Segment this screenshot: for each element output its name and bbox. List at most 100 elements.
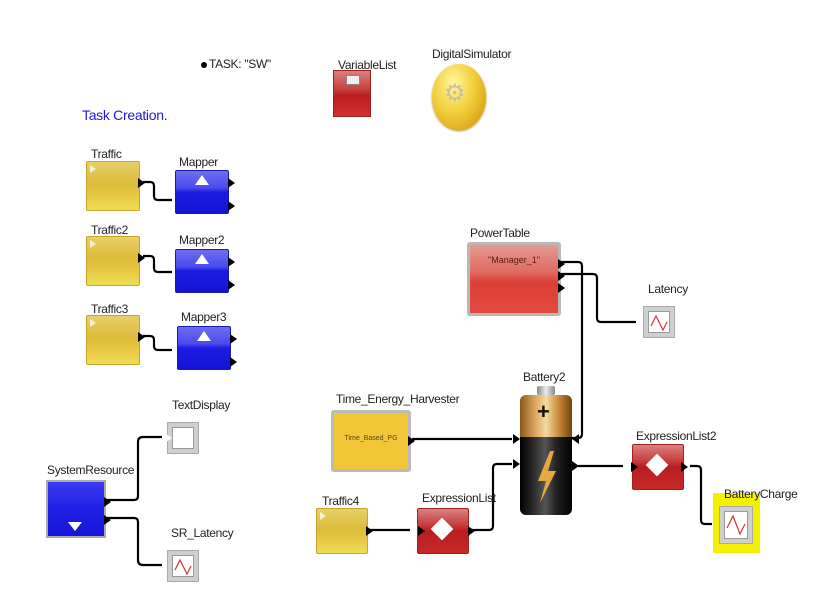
battery-top: + <box>520 395 572 437</box>
output-port[interactable] <box>230 357 237 367</box>
variable-list-label: VariableList <box>338 58 397 72</box>
expression-list2-actor[interactable] <box>631 444 688 490</box>
output-port[interactable] <box>558 259 565 269</box>
power-table-value: "Manager_1" <box>488 255 540 265</box>
diamond-icon <box>645 453 669 477</box>
plus-icon: + <box>537 399 550 424</box>
latency-label: Latency <box>648 282 688 296</box>
mapper2-actor[interactable] <box>175 249 235 293</box>
output-port[interactable] <box>228 257 235 267</box>
wire-traffic2-mapper2 <box>143 254 172 274</box>
traffic2-label: Traffic2 <box>91 223 128 237</box>
traffic-label: Traffic <box>91 147 122 161</box>
task-bullet-icon <box>201 62 207 68</box>
wire-sysres-textdisplay <box>106 435 162 502</box>
battery-body <box>520 437 572 515</box>
time-energy-harvester-actor[interactable]: Time_Based_PG <box>331 410 415 472</box>
system-resource-label: SystemResource <box>47 463 135 477</box>
output-port[interactable] <box>558 271 565 281</box>
digital-simulator-director[interactable]: ⚙ <box>432 64 486 130</box>
battery2-actor[interactable]: + <box>513 386 579 518</box>
sr-latency-label: SR_Latency <box>171 526 234 540</box>
mapper-triangle-icon <box>197 331 211 341</box>
traffic3-actor[interactable] <box>86 315 145 365</box>
input-port[interactable] <box>572 434 579 444</box>
traffic4-actor[interactable] <box>316 508 373 554</box>
output-port[interactable] <box>104 515 111 525</box>
gears-icon: ⚙ <box>444 80 466 107</box>
harvester-label: Time_Energy_Harvester <box>336 392 460 406</box>
output-port[interactable] <box>408 436 415 446</box>
battery2-label: Battery2 <box>523 370 566 384</box>
power-table-label: PowerTable <box>470 226 530 240</box>
expression-list-actor[interactable] <box>417 508 475 554</box>
power-table-actor[interactable]: "Manager_1" <box>467 242 565 316</box>
digital-simulator-label: DigitalSimulator <box>432 47 512 61</box>
play-icon <box>320 512 326 520</box>
input-port[interactable] <box>631 462 638 472</box>
wire-sysres-srlatency <box>106 516 162 567</box>
play-icon <box>90 165 96 173</box>
expression-list2-label: ExpressionList2 <box>636 429 717 443</box>
output-port[interactable] <box>230 334 237 344</box>
display-screen <box>172 427 194 449</box>
sr-latency-plotter[interactable] <box>167 550 199 582</box>
output-port[interactable] <box>138 178 145 188</box>
variable-list-block[interactable] <box>333 70 371 117</box>
plot-screen <box>172 555 194 577</box>
traffic2-actor[interactable] <box>86 236 145 286</box>
output-port[interactable] <box>228 201 235 211</box>
expression-list-label: ExpressionList <box>422 491 496 505</box>
system-resource-actor[interactable] <box>46 480 111 538</box>
task-annotation: TASK: "SW" <box>209 57 271 71</box>
mapper3-label: Mapper3 <box>181 310 227 324</box>
text-display-actor[interactable] <box>165 422 199 454</box>
output-port[interactable] <box>366 526 373 536</box>
output-port[interactable] <box>558 283 565 293</box>
mapper2-label: Mapper2 <box>179 233 225 247</box>
battery-charge-label: BatteryCharge <box>724 487 798 501</box>
waveform-icon <box>726 514 746 536</box>
wire-powertable-latency <box>560 272 636 324</box>
latency-plotter[interactable] <box>643 306 675 338</box>
output-port[interactable] <box>138 253 145 263</box>
waveform-icon <box>174 558 192 576</box>
wire-traffic3-mapper3 <box>143 334 172 352</box>
output-port[interactable] <box>228 280 235 290</box>
battery-terminal <box>537 386 555 395</box>
plot-screen <box>648 311 670 333</box>
output-port[interactable] <box>681 462 688 472</box>
output-port[interactable] <box>228 178 235 188</box>
lightning-icon <box>538 451 556 503</box>
input-port[interactable] <box>513 459 520 469</box>
traffic3-label: Traffic3 <box>91 302 128 316</box>
list-icon <box>346 75 360 85</box>
plot-screen <box>724 511 748 539</box>
wire-traffic-mapper <box>143 180 172 202</box>
mapper3-actor[interactable] <box>177 326 237 370</box>
play-icon <box>90 240 96 248</box>
down-triangle-icon <box>68 522 82 531</box>
harvester-value: Time_Based_PG <box>344 435 398 442</box>
traffic4-label: Traffic4 <box>322 494 359 508</box>
traffic-actor[interactable] <box>86 161 145 211</box>
mapper-triangle-icon <box>195 175 209 185</box>
wire-expr2-batterycharge <box>690 464 712 526</box>
play-icon <box>90 319 96 327</box>
output-port[interactable] <box>104 497 111 507</box>
input-port[interactable] <box>513 434 520 444</box>
input-port[interactable] <box>165 433 172 443</box>
battery-charge-plotter[interactable] <box>719 506 753 544</box>
output-port[interactable] <box>572 461 579 471</box>
mapper-label: Mapper <box>179 155 218 169</box>
output-port[interactable] <box>138 332 145 342</box>
wire-expr-battery2 <box>472 462 512 532</box>
diamond-icon <box>430 517 454 541</box>
mapper-actor[interactable] <box>175 170 235 214</box>
output-port[interactable] <box>468 526 475 536</box>
task-creation-title: Task Creation. <box>82 107 168 123</box>
waveform-icon <box>650 314 668 332</box>
mapper-triangle-icon <box>195 254 209 264</box>
input-port[interactable] <box>418 526 425 536</box>
